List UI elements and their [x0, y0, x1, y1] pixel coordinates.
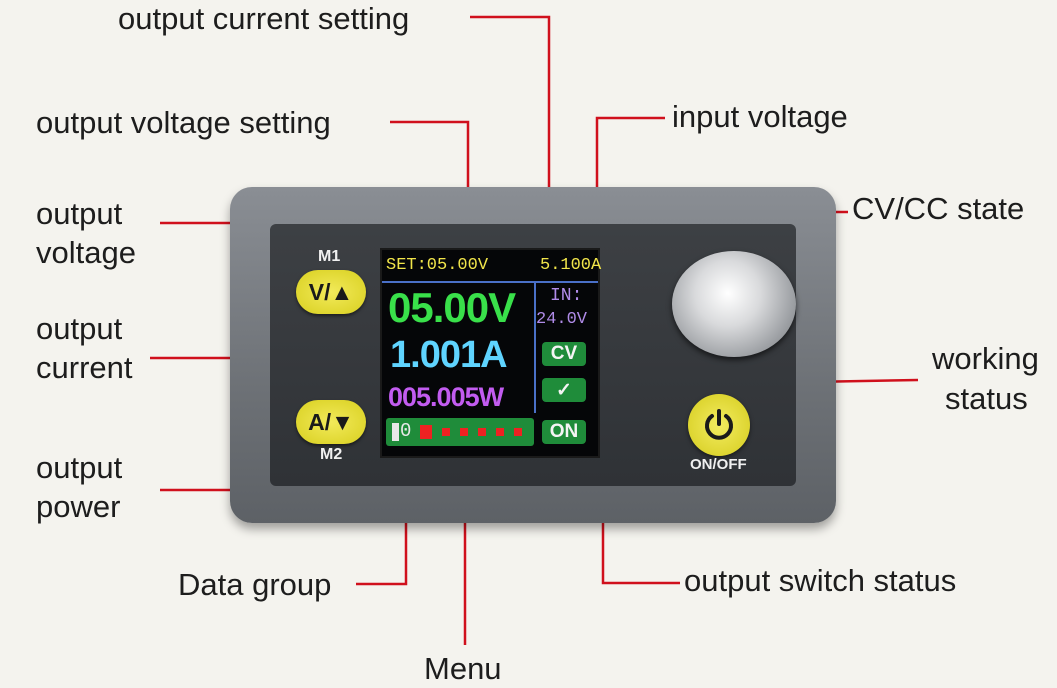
label-output-current-line1: output — [36, 310, 122, 348]
menu-dot — [442, 428, 450, 436]
m2-label: M2 — [320, 446, 342, 464]
m1-label: M1 — [318, 248, 340, 266]
label-input-voltage: input voltage — [672, 98, 848, 136]
label-output-voltage-line2: voltage — [36, 234, 136, 272]
power-label: ON/OFF — [690, 456, 747, 473]
set-current-text: 5.100A — [540, 256, 601, 275]
current-down-button[interactable]: A/▼ — [296, 400, 366, 444]
screen-divider-top — [382, 281, 598, 283]
label-output-current-setting: output current setting — [118, 0, 409, 38]
label-data-group: Data group — [178, 566, 331, 604]
label-output-current-line2: current — [36, 349, 132, 387]
menu-dot — [496, 428, 504, 436]
cv-cc-badge: CV — [542, 342, 586, 366]
output-power-reading: 005.005W — [388, 382, 503, 413]
data-group-marker — [392, 423, 399, 441]
label-cv-cc-state: CV/CC state — [852, 190, 1024, 228]
rotary-knob[interactable] — [672, 251, 796, 357]
label-output-switch-status: output switch status — [684, 562, 956, 600]
power-icon — [702, 408, 736, 442]
output-switch-badge: ON — [542, 420, 586, 444]
voltage-up-button[interactable]: V/▲ — [296, 270, 366, 314]
data-group-number: 0 — [400, 420, 411, 442]
input-label: IN: — [550, 286, 582, 306]
menu-dot — [478, 428, 486, 436]
label-output-voltage-line1: output — [36, 195, 122, 233]
lcd-screen: SET:05.00V 5.100A 05.00V 1.001A 005.005W… — [380, 248, 600, 458]
set-voltage-text: SET:05.00V — [386, 256, 488, 275]
label-output-voltage-setting: output voltage setting — [36, 104, 331, 142]
menu-bar: 0 — [386, 418, 534, 446]
working-status-badge: ✓ — [542, 378, 586, 402]
output-voltage-reading: 05.00V — [388, 284, 515, 332]
menu-dot — [514, 428, 522, 436]
power-button[interactable] — [688, 394, 750, 456]
label-working-status-line1: working — [932, 340, 1039, 378]
screen-divider-vertical — [534, 283, 536, 413]
output-current-reading: 1.001A — [390, 334, 507, 377]
label-output-power-line2: power — [36, 488, 120, 526]
menu-dot — [460, 428, 468, 436]
label-menu: Menu — [424, 650, 502, 688]
menu-dot-active — [420, 425, 432, 439]
label-working-status-line2: status — [945, 380, 1028, 418]
label-output-power-line1: output — [36, 449, 122, 487]
input-voltage-reading: 24.0V — [536, 310, 587, 329]
